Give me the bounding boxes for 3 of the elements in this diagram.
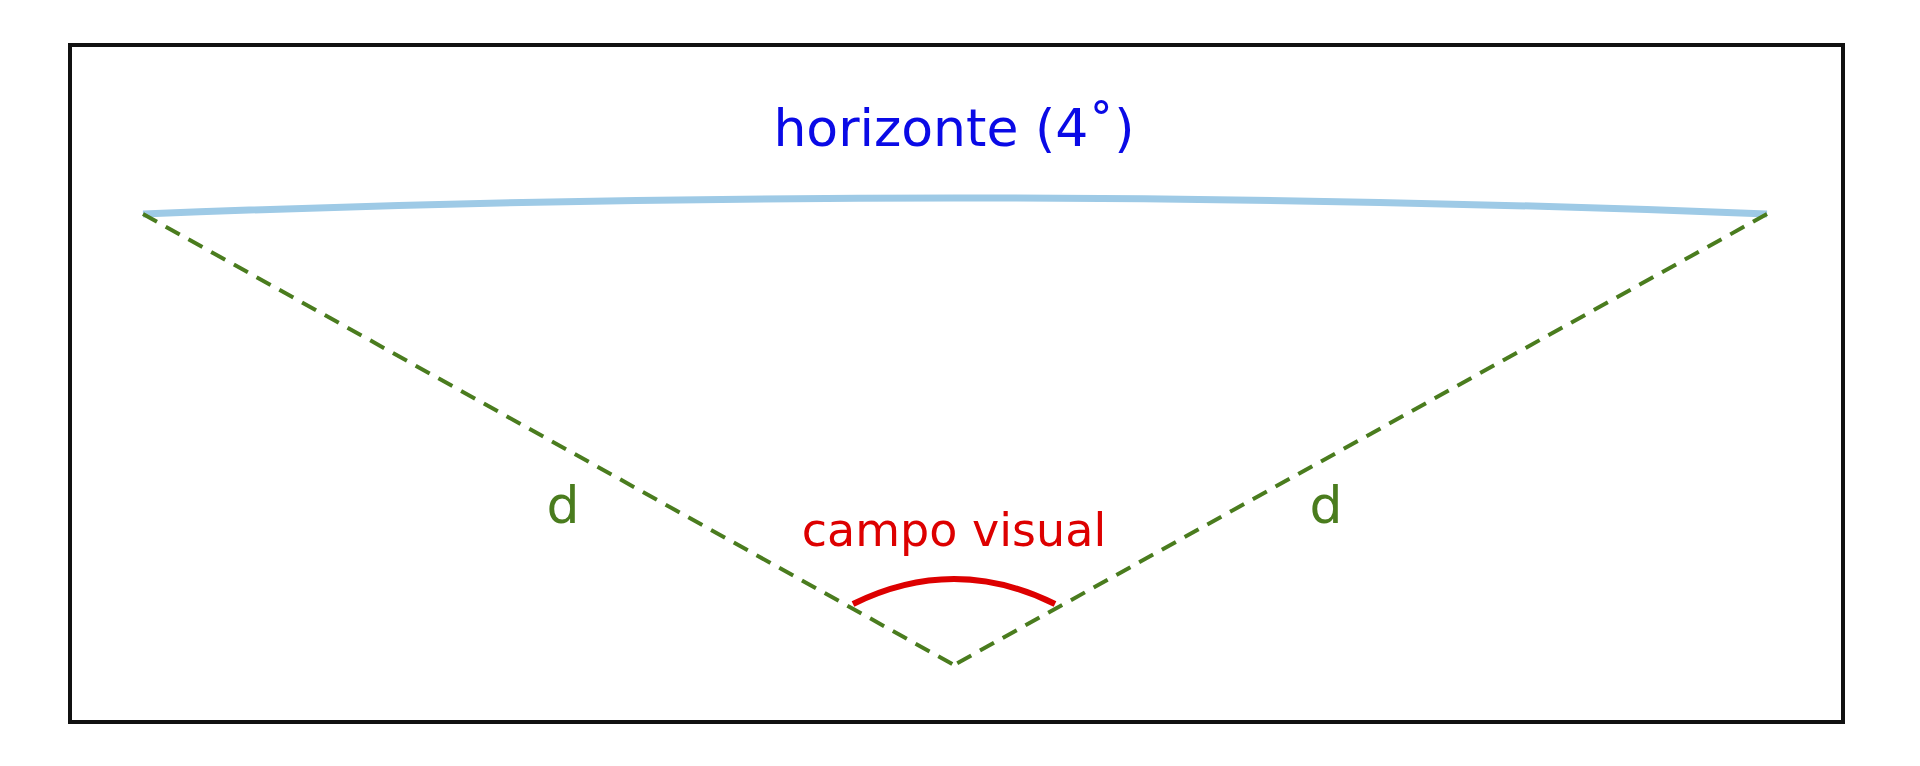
- diagram-label: d: [1309, 479, 1343, 531]
- diagram-label: d: [546, 479, 580, 531]
- diagram-label: horizonte (4˚): [773, 102, 1135, 154]
